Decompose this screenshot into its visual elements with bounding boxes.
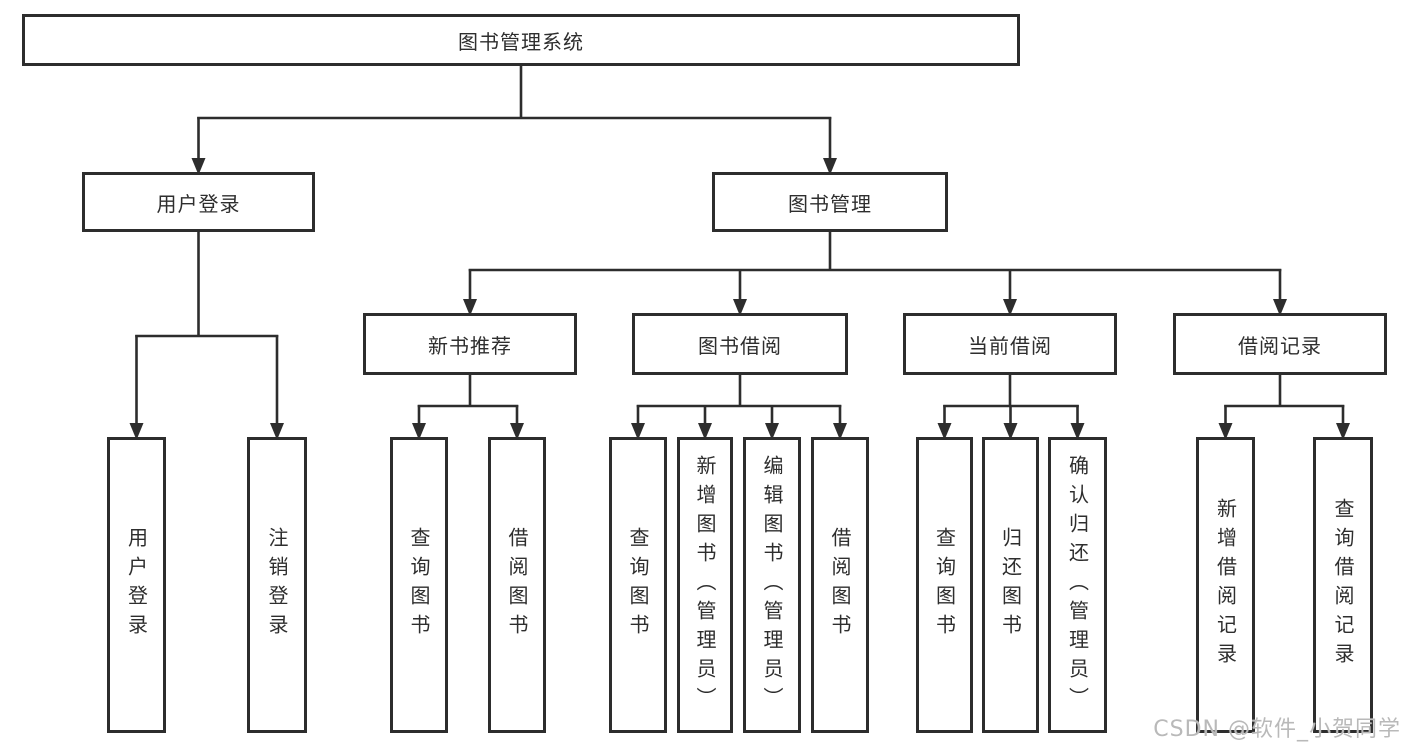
node-label-book-management: 图书管理: [788, 191, 872, 216]
node-label-leaf-bor-borrow-book: 借阅图书: [828, 527, 852, 643]
node-new-book-recommend: 新书推荐: [363, 313, 577, 375]
node-label-leaf-rec-query-record: 查询借阅记录: [1331, 498, 1355, 672]
node-leaf-bor-borrow-book: 借阅图书: [811, 437, 869, 733]
node-label-leaf-rec-query-book: 查询图书: [407, 527, 431, 643]
edge-new-book-recommend: [412, 373, 524, 440]
node-label-new-book-recommend: 新书推荐: [428, 333, 512, 358]
edge-current-borrow: [937, 373, 1085, 440]
edge-book-management: [463, 230, 1287, 316]
node-label-borrow-records: 借阅记录: [1238, 333, 1322, 358]
node-leaf-rec-query-record: 查询借阅记录: [1313, 437, 1373, 733]
node-label-leaf-cur-query-book: 查询图书: [932, 527, 957, 643]
node-label-leaf-bor-query-book: 查询图书: [626, 527, 650, 643]
node-leaf-logout: 注销登录: [247, 437, 307, 733]
node-leaf-bor-edit-book: 编辑图书（管理员）: [743, 437, 801, 733]
node-leaf-rec-add-record: 新增借阅记录: [1196, 437, 1255, 733]
node-user-login: 用户登录: [82, 172, 315, 232]
node-leaf-cur-confirm: 确认归还（管理员）: [1048, 437, 1107, 733]
node-label-root: 图书管理系统: [458, 29, 584, 54]
node-label-leaf-rec-add-record: 新增借阅记录: [1213, 498, 1238, 672]
node-leaf-user-login: 用户登录: [107, 437, 166, 733]
node-book-borrow: 图书借阅: [632, 313, 848, 375]
node-root: 图书管理系统: [22, 14, 1020, 66]
watermark-text: CSDN @软件_小贺同学: [1153, 717, 1401, 742]
node-label-user-login: 用户登录: [156, 191, 241, 216]
node-label-leaf-cur-return-book: 归还图书: [998, 527, 1023, 643]
node-borrow-records: 借阅记录: [1173, 313, 1387, 375]
node-label-leaf-cur-confirm: 确认归还（管理员）: [1065, 454, 1090, 716]
edge-borrow-records: [1218, 373, 1350, 440]
node-leaf-bor-add-book: 新增图书（管理员）: [677, 437, 733, 733]
edge-user-login: [129, 230, 284, 440]
node-label-book-borrow: 图书借阅: [698, 333, 782, 358]
edge-root: [191, 64, 837, 175]
node-current-borrow: 当前借阅: [903, 313, 1117, 375]
edge-book-borrow: [631, 373, 847, 440]
node-label-leaf-bor-edit-book: 编辑图书（管理员）: [760, 454, 784, 716]
node-label-current-borrow: 当前借阅: [968, 333, 1052, 358]
node-book-management: 图书管理: [712, 172, 948, 232]
node-leaf-rec-query-book: 查询图书: [390, 437, 448, 733]
node-label-leaf-user-login: 用户登录: [124, 527, 149, 643]
node-label-leaf-logout: 注销登录: [265, 527, 289, 643]
node-leaf-bor-query-book: 查询图书: [609, 437, 667, 733]
node-leaf-rec-borrow-book: 借阅图书: [488, 437, 546, 733]
node-label-leaf-rec-borrow-book: 借阅图书: [505, 527, 529, 643]
node-label-leaf-bor-add-book: 新增图书（管理员）: [693, 454, 717, 716]
node-leaf-cur-query-book: 查询图书: [916, 437, 973, 733]
node-leaf-cur-return-book: 归还图书: [982, 437, 1039, 733]
